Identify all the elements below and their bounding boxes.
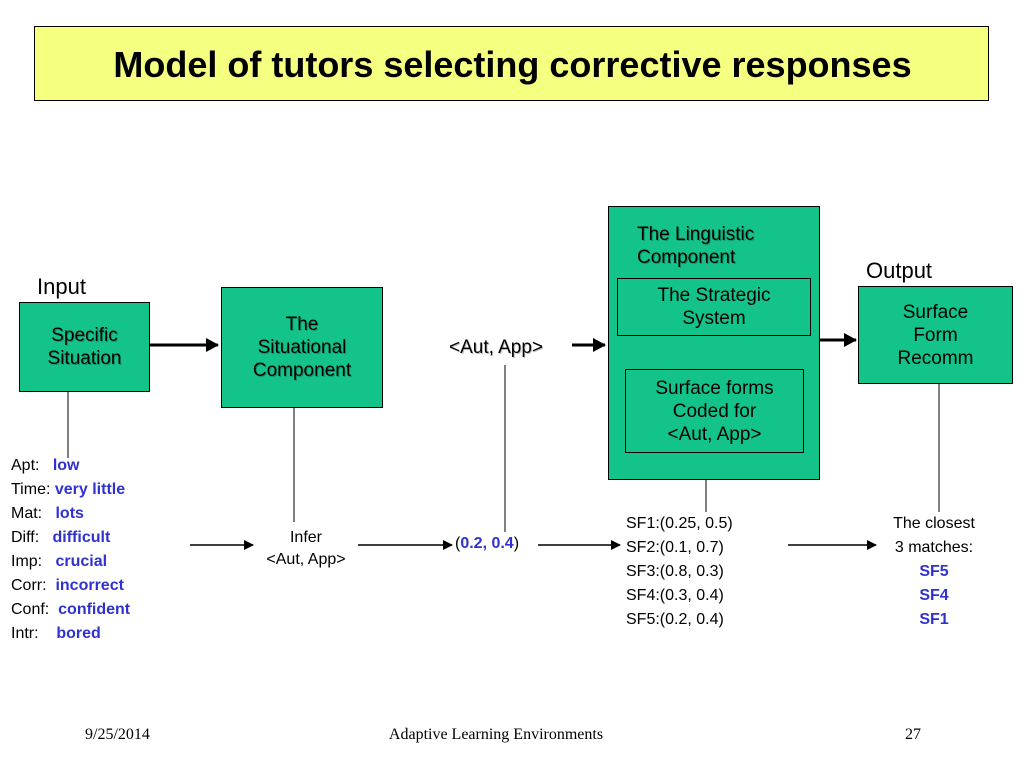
surface-forms-coded-line: Surface forms	[655, 377, 774, 399]
attr-value: lots	[55, 505, 84, 522]
specific-situation-box: Specific Situation	[19, 302, 150, 392]
closest-matches: The closest 3 matches: SF5 SF4 SF1	[872, 512, 996, 632]
infer-label: Infer <Aut, App>	[254, 527, 358, 571]
inferred-value-number: 0.2, 0.4	[460, 535, 514, 552]
attr-key: Imp:	[11, 553, 43, 570]
title-box: Model of tutors selecting corrective res…	[34, 26, 989, 101]
input-label: Input	[37, 274, 86, 299]
linguistic-component-title: The Linguistic Component	[637, 223, 754, 269]
aut-app-label: <Aut, App>	[449, 337, 544, 358]
surface-form-recomm-box: Surface Form Recomm	[858, 286, 1013, 384]
surface-forms-list: SF1:(0.25, 0.5) SF2:(0.1, 0.7) SF3:(0.8,…	[626, 512, 733, 632]
sf-item: SF5:(0.2, 0.4)	[626, 611, 724, 628]
attr-value: very little	[54, 481, 126, 498]
situational-component-line: The	[285, 314, 319, 335]
situational-component-box: The Situational Component	[221, 287, 383, 408]
strategic-system-line: System	[682, 308, 746, 329]
specific-situation-line: Situation	[47, 348, 122, 369]
infer-line: Infer	[289, 529, 322, 546]
surface-forms-coded-box: Surface forms Coded for <Aut, App>	[625, 369, 804, 453]
infer-line: <Aut, App>	[266, 551, 346, 568]
footer-course: Adaptive Learning Environments	[388, 726, 604, 743]
attr-row: Diff: difficult	[11, 526, 130, 550]
attr-key: Corr:	[11, 577, 47, 594]
closest-line: The closest	[893, 515, 975, 532]
footer-date: 9/25/2014	[85, 726, 150, 743]
paren-open: (	[455, 535, 461, 552]
attr-row: Conf: confident	[11, 598, 130, 622]
sf-item: SF2:(0.1, 0.7)	[626, 539, 724, 556]
attr-key: Intr:	[11, 625, 39, 642]
output-label: Output	[866, 258, 933, 283]
situational-component-line: Situational	[257, 337, 347, 358]
linguistic-component-line: Component	[637, 247, 736, 268]
attr-value: crucial	[55, 553, 108, 570]
situation-attributes: Apt: low Time: very little Mat: lots Dif…	[11, 454, 130, 646]
attr-row: Time: very little	[11, 478, 130, 502]
linguistic-component-box: The Linguistic Component The Strategic S…	[608, 206, 820, 480]
sf-item: SF1:(0.25, 0.5)	[626, 515, 733, 532]
page-title: Model of tutors selecting corrective res…	[113, 43, 912, 85]
closest-line: 3 matches:	[894, 539, 974, 556]
attr-row: Imp: crucial	[11, 550, 130, 574]
attr-value: confident	[58, 601, 131, 618]
inferred-value: (0.2, 0.4)	[455, 532, 519, 556]
attr-key: Apt:	[11, 457, 40, 474]
attr-value: difficult	[52, 529, 111, 546]
attr-value: bored	[56, 625, 101, 642]
surface-forms-coded-line: <Aut, App>	[667, 423, 762, 445]
surface-form-recomm-line: Recomm	[897, 347, 974, 369]
attr-value: incorrect	[55, 577, 124, 594]
strategic-system-line: The Strategic	[657, 285, 771, 306]
strategic-system-box: The Strategic System	[617, 278, 811, 336]
footer-page-number: 27	[905, 726, 921, 743]
attr-key: Conf:	[11, 601, 50, 618]
surface-forms-coded-line: Coded for	[672, 400, 757, 422]
attr-row: Corr: incorrect	[11, 574, 130, 598]
surface-form-recomm-line: Surface	[902, 301, 969, 323]
closest-match: SF5	[919, 563, 949, 580]
situational-component-line: Component	[252, 360, 352, 381]
closest-match: SF4	[919, 587, 949, 604]
linguistic-component-line: The Linguistic	[637, 224, 755, 245]
attr-row: Apt: low	[11, 454, 130, 478]
attr-value: low	[52, 457, 80, 474]
sf-item: SF3:(0.8, 0.3)	[626, 563, 724, 580]
attr-key: Mat:	[11, 505, 43, 522]
attr-key: Time:	[11, 481, 51, 498]
surface-form-recomm-line: Form	[913, 324, 958, 346]
closest-match: SF1	[919, 611, 949, 628]
attr-row: Intr: bored	[11, 622, 130, 646]
attr-key: Diff:	[11, 529, 40, 546]
specific-situation-line: Specific	[51, 325, 118, 346]
sf-item: SF4:(0.3, 0.4)	[626, 587, 724, 604]
attr-row: Mat: lots	[11, 502, 130, 526]
paren-close: )	[513, 535, 520, 552]
